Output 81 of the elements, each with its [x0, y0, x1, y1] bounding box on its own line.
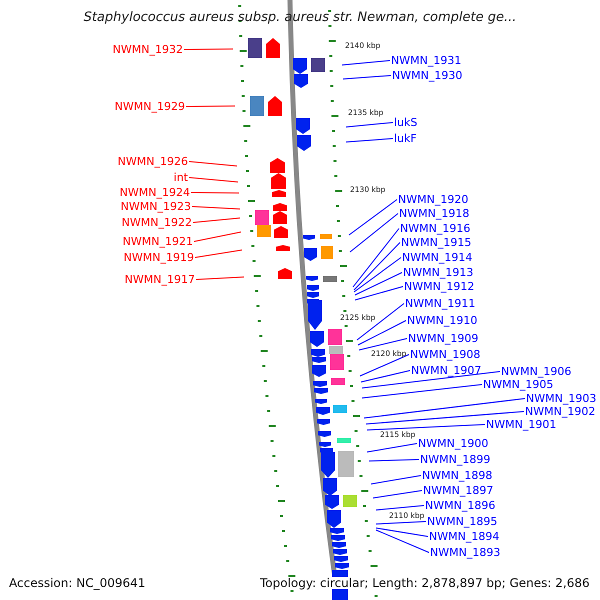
gene-label: NWMN_1916: [400, 223, 470, 234]
gene-label: NWMN_1907: [411, 365, 482, 376]
gene-label: lukS: [394, 117, 418, 128]
leader-line: [366, 443, 418, 452]
leader-line: [342, 75, 392, 80]
leader-line: [196, 276, 244, 280]
gene-label: NWMN_1899: [420, 454, 490, 465]
leader-line: [358, 338, 408, 350]
leader-line: [346, 138, 394, 142]
leader-line: [360, 354, 410, 376]
genome-info-text: Topology: circular; Length: 2,878,897 bp; Genes: 2,686: [260, 577, 590, 589]
gene-label: NWMN_1895: [427, 516, 498, 527]
gene-label: NWMN_1898: [422, 470, 492, 481]
gene-label: NWMN_1914: [402, 252, 472, 263]
gene-label: NWMN_1926: [118, 156, 188, 167]
leader-line: [364, 398, 526, 418]
gene-label: NWMN_1896: [425, 500, 496, 511]
gene-label: NWMN_1912: [404, 281, 474, 292]
leader-line: [342, 60, 390, 66]
leader-line: [346, 122, 394, 128]
leader-line: [354, 272, 402, 296]
gene-label: NWMN_1897: [423, 485, 494, 496]
gene-label: NWMN_1901: [486, 419, 556, 430]
leader-line: [376, 505, 424, 510]
leader-line: [356, 303, 404, 340]
gene-label: NWMN_1930: [392, 70, 462, 81]
leader-line: [354, 286, 404, 300]
gene-label: NWMN_1911: [405, 298, 476, 309]
gene-label: NWMN_1919: [124, 252, 194, 263]
leader-line: [194, 250, 242, 258]
leader-line: [186, 106, 236, 107]
gene-label: NWMN_1893: [430, 547, 500, 558]
gene-label: NWMN_1905: [483, 379, 554, 390]
leader-line: [376, 530, 430, 553]
leader-line: [184, 48, 234, 50]
leader-line: [188, 161, 238, 166]
gene-label: NWMN_1906: [501, 366, 572, 377]
gene-label: lukF: [394, 133, 417, 144]
leader-line: [190, 192, 240, 194]
gene-label: NWMN_1915: [401, 237, 472, 248]
gene-label: NWMN_1917: [124, 274, 195, 285]
leader-line: [370, 475, 422, 484]
leader-line: [192, 218, 240, 223]
leader-line: [192, 206, 240, 210]
leader-line: [376, 521, 426, 524]
gene-label: int: [174, 172, 188, 183]
title: Staphylococcus aureus subsp. aureus str. Newman, complete ge...: [82, 11, 518, 24]
gene-label: NWMN_1910: [407, 315, 478, 326]
accession-text: Accession: NC_009641: [9, 577, 146, 589]
gene-label: NWMN_1932: [112, 44, 183, 55]
leader-line: [362, 384, 482, 398]
gene-label: NWMN_1903: [526, 393, 596, 404]
gene-label: NWMN_1931: [391, 55, 462, 66]
gene-label: NWMN_1909: [408, 333, 478, 344]
gene-label: NWMN_1924: [120, 187, 190, 198]
gene-label: NWMN_1921: [122, 236, 193, 247]
leader-line: [368, 459, 420, 462]
leader-line: [376, 528, 428, 537]
gene-label: NWMN_1922: [122, 217, 192, 228]
leader-line: [352, 228, 400, 288]
leader-line: [348, 199, 398, 236]
gene-label: NWMN_1929: [114, 101, 185, 112]
gene-label: NWMN_1913: [403, 267, 474, 278]
leader-line: [194, 232, 242, 242]
leader-line: [354, 242, 400, 290]
leader-line: [366, 424, 486, 430]
gene-label: NWMN_1923: [120, 201, 191, 212]
leader-line: [188, 177, 238, 182]
gene-label: NWMN_1918: [399, 208, 470, 219]
leader-line: [362, 371, 500, 388]
leader-line: [372, 490, 422, 498]
gene-label: NWMN_1900: [418, 438, 488, 449]
leader-line: [350, 213, 398, 252]
leader-line: [358, 320, 406, 346]
leader-line: [366, 411, 524, 424]
gene-label: NWMN_1908: [410, 349, 480, 360]
gene-label: NWMN_1920: [398, 194, 468, 205]
leader-line: [360, 370, 410, 382]
gene-label: NWMN_1894: [429, 531, 500, 542]
leader-line: [354, 257, 402, 292]
gene-label: NWMN_1902: [525, 406, 596, 417]
